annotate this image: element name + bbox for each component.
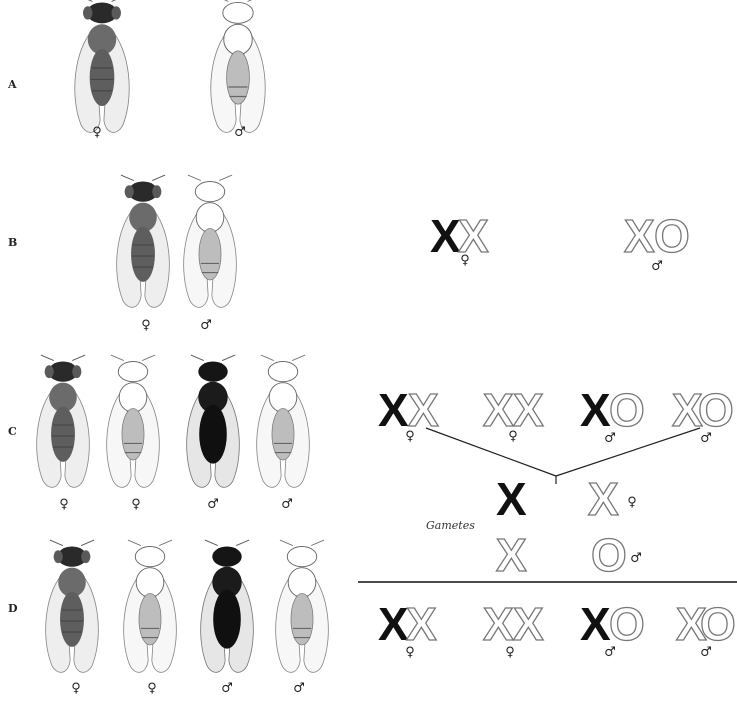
sex-symbol-d-3: ♂ — [221, 681, 233, 696]
sex-symbol-c-4: ♂ — [281, 497, 293, 512]
row-label-c: C — [8, 425, 17, 438]
chromosome-pair-b-1: X X ♀ — [430, 210, 489, 268]
sex-symbol-chrom-b-1: ♀ — [460, 253, 470, 268]
gamete-2-2: O — [591, 529, 627, 581]
sex-symbol-b-1: ♀ — [141, 318, 151, 333]
chromosome-b2-first: X — [624, 210, 655, 262]
chromosome-pair-c-4: X O ♂ — [672, 384, 734, 446]
chromosome-pair-c-2: X X ♀ — [483, 384, 544, 444]
fly-d-4 — [276, 540, 329, 672]
fly-a-male — [211, 0, 265, 132]
chromosome-d2-second: X — [513, 598, 544, 650]
sex-symbol-a-1: ♀ — [92, 125, 102, 140]
sex-symbol-c-1: ♀ — [59, 497, 69, 512]
gamete-1-2: X — [588, 473, 619, 525]
gamete-sex-1: ♀ — [627, 495, 637, 510]
sex-symbol-chrom-d-3: ♂ — [604, 645, 616, 660]
sex-symbol-chrom-c-1: ♀ — [405, 429, 415, 444]
sex-symbol-b-2: ♂ — [200, 318, 212, 333]
fly-b-female — [117, 175, 170, 307]
row-label-d: D — [8, 602, 18, 615]
chromosome-d2-first: X — [483, 598, 514, 650]
gamete-2-1: X — [496, 529, 527, 581]
fly-c-3 — [187, 355, 240, 487]
gamete-sex-2: ♂ — [630, 551, 642, 566]
sex-symbol-chrom-d-1: ♀ — [405, 645, 415, 660]
chromosome-pair-d-1: X X ♀ — [378, 598, 437, 660]
chromosome-c4-second: O — [698, 384, 734, 436]
sex-symbol-d-4: ♂ — [293, 681, 305, 696]
fly-d-3 — [201, 540, 254, 672]
fly-c-4 — [257, 355, 310, 487]
cross-lines — [426, 428, 700, 484]
chromosome-d1-first: X — [378, 598, 409, 650]
chromosome-pair-d-3: X O ♂ — [580, 598, 645, 660]
fly-d-2 — [124, 540, 177, 672]
sex-symbol-c-3: ♂ — [207, 497, 219, 512]
fly-b-male — [184, 175, 237, 307]
sex-symbol-d-1: ♀ — [71, 681, 81, 696]
chromosome-d4-second: O — [700, 598, 736, 650]
sex-symbol-chrom-d-4: ♂ — [700, 645, 712, 660]
sex-symbol-chrom-c-2: ♀ — [508, 429, 518, 444]
fly-c-1 — [37, 355, 90, 487]
chromosome-pair-b-2: X O ♂ — [624, 210, 690, 274]
sex-symbol-chrom-b-2: ♂ — [651, 259, 663, 274]
chromosome-pair-c-3: X O ♂ — [580, 384, 645, 446]
row-label-b: B — [8, 236, 17, 249]
gametes-label: Gametes — [426, 519, 475, 532]
gamete-1-1: X — [496, 473, 527, 525]
sex-symbol-chrom-c-3: ♂ — [604, 431, 616, 446]
sex-symbol-a-2: ♂ — [234, 125, 246, 140]
chromosome-c3-first: X — [580, 384, 611, 436]
fly-a-female — [75, 0, 129, 132]
chromosome-pair-d-2: X X ♀ — [483, 598, 544, 660]
chromosome-pair-d-4: X O ♂ — [676, 598, 736, 660]
chromosome-d3-first: X — [580, 598, 611, 650]
chromosome-b2-second: O — [654, 210, 690, 262]
chromosome-pair-c-1: X X ♀ — [378, 384, 439, 444]
sex-symbol-c-2: ♀ — [131, 497, 141, 512]
fly-c-2 — [107, 355, 160, 487]
chromosome-d1-second: X — [406, 598, 437, 650]
chromosome-c3-second: O — [609, 384, 645, 436]
chromosome-b1-first: X — [430, 210, 461, 262]
chromosome-d3-second: O — [609, 598, 645, 650]
sex-symbol-chrom-c-4: ♂ — [700, 431, 712, 446]
sex-symbol-chrom-d-2: ♀ — [505, 645, 515, 660]
fly-d-1 — [46, 540, 99, 672]
sex-symbol-d-2: ♀ — [147, 681, 157, 696]
row-label-a: A — [7, 78, 17, 91]
